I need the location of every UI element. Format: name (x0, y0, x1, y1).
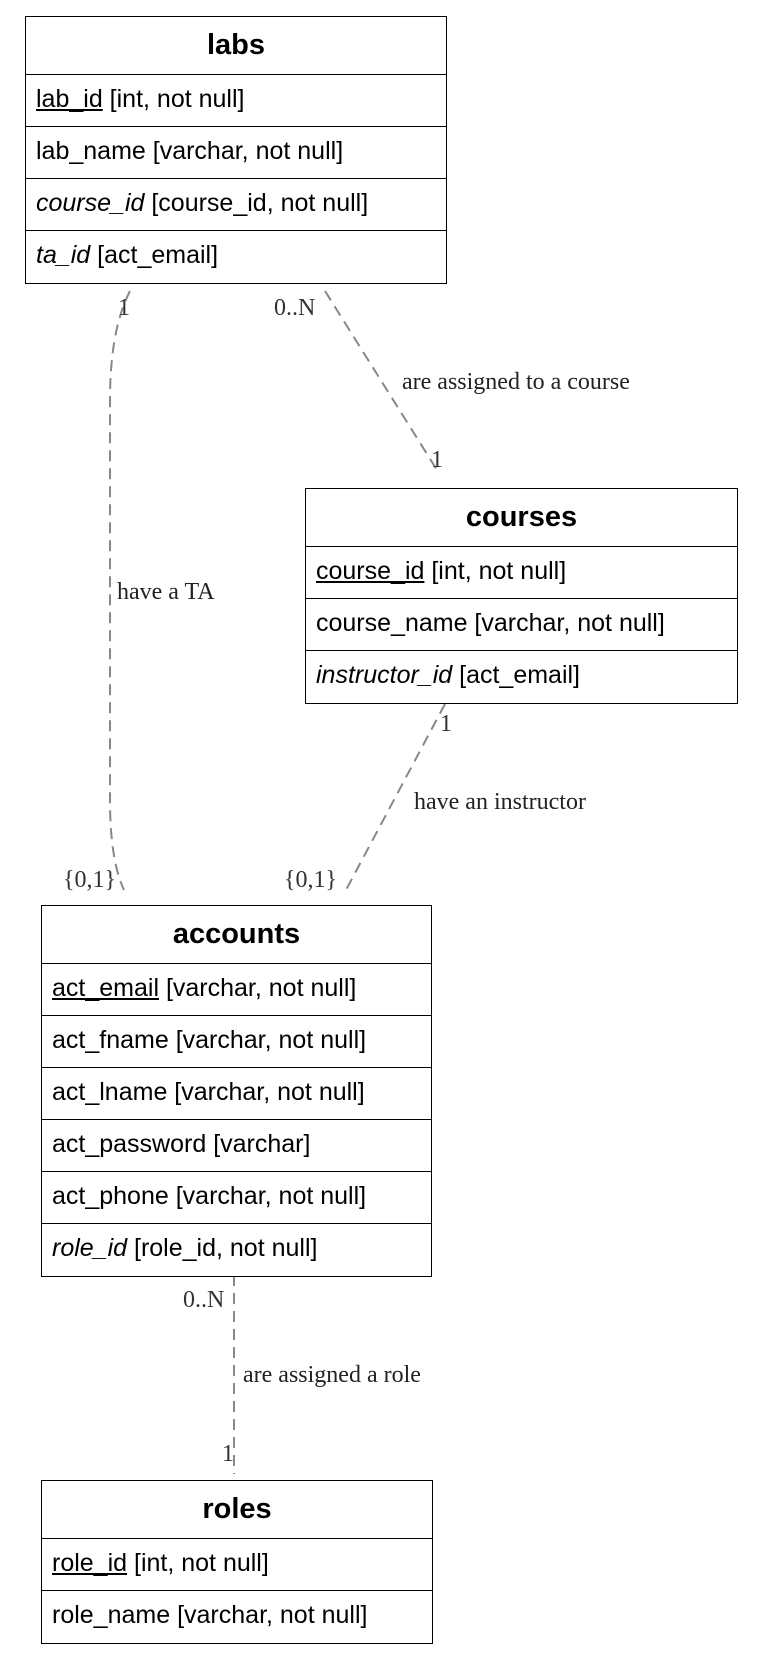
entity-title: accounts (42, 906, 431, 964)
field-name: role_id (52, 1549, 128, 1577)
field-type: [varchar, not null] (168, 1182, 367, 1210)
field-type: [varchar, not null] (145, 137, 344, 165)
cardinality-label: 1 (440, 711, 452, 737)
field-name: act_phone (52, 1182, 169, 1210)
cardinality-label: 0..N (274, 295, 316, 321)
field-row[interactable]: ta_id [act_email] (26, 231, 446, 283)
field-row[interactable]: lab_id [int, not null] (26, 75, 446, 127)
field-row[interactable]: role_id [role_id, not null] (42, 1224, 431, 1276)
field-type: [varchar, not null] (168, 1026, 367, 1054)
field-name: course_id (36, 189, 145, 217)
field-type: [varchar, not null] (467, 609, 665, 637)
field-row[interactable]: act_email [varchar, not null] (42, 964, 431, 1016)
field-type: [varchar, not null] (170, 1601, 368, 1629)
field-row[interactable]: course_id [course_id, not null] (26, 179, 446, 231)
field-row[interactable]: instructor_id [act_email] (306, 651, 737, 703)
entity-title: roles (42, 1481, 432, 1539)
field-name: lab_id (36, 85, 103, 113)
cardinality-label: 0..N (183, 1287, 225, 1313)
entity-title: courses (306, 489, 737, 547)
field-name: instructor_id (316, 661, 453, 689)
field-type: [act_email] (452, 661, 581, 689)
entity-accounts[interactable]: accounts act_email [varchar, not null] a… (41, 905, 432, 1277)
field-name: ta_id (36, 241, 91, 269)
cardinality-label: 1 (118, 295, 130, 321)
field-type: [varchar] (206, 1130, 311, 1158)
edge-labs-accounts (109, 290, 131, 891)
entity-courses[interactable]: courses course_id [int, not null] course… (305, 488, 738, 704)
field-type: [varchar, not null] (159, 974, 357, 1002)
relationship-label: have an instructor (414, 789, 586, 815)
cardinality-label: 1 (222, 1441, 234, 1467)
field-row[interactable]: role_id [int, not null] (42, 1539, 432, 1591)
relationship-label: are assigned a role (243, 1362, 421, 1388)
field-row[interactable]: act_password [varchar] (42, 1120, 431, 1172)
field-type: [int, not null] (127, 1549, 269, 1577)
cardinality-label: 1 (431, 447, 443, 473)
field-name: lab_name (36, 137, 146, 165)
cardinality-label: {0,1} (63, 867, 117, 893)
field-name: role_name (52, 1601, 171, 1629)
field-name: act_lname (52, 1078, 168, 1106)
entity-labs[interactable]: labs lab_id [int, not null] lab_name [va… (25, 16, 447, 284)
relationship-label: are assigned to a course (402, 369, 630, 395)
entity-title: labs (26, 17, 446, 75)
cardinality-label: {0,1} (284, 867, 338, 893)
relationship-label: have a TA (117, 579, 215, 605)
field-row[interactable]: role_name [varchar, not null] (42, 1591, 432, 1643)
field-type: [int, not null] (102, 85, 245, 113)
field-type: [role_id, not null] (127, 1234, 318, 1262)
field-row[interactable]: act_lname [varchar, not null] (42, 1068, 431, 1120)
field-type: [int, not null] (424, 557, 567, 585)
field-type: [course_id, not null] (144, 189, 369, 217)
field-row[interactable]: act_phone [varchar, not null] (42, 1172, 431, 1224)
field-row[interactable]: course_name [varchar, not null] (306, 599, 737, 651)
field-name: act_password (52, 1130, 207, 1158)
field-row[interactable]: act_fname [varchar, not null] (42, 1016, 431, 1068)
field-name: act_fname (52, 1026, 169, 1054)
field-type: [act_email] (90, 241, 219, 269)
field-name: role_id (52, 1234, 128, 1262)
entity-roles[interactable]: roles role_id [int, not null] role_name … (41, 1480, 433, 1644)
field-name: course_id (316, 557, 425, 585)
field-name: course_name (316, 609, 468, 637)
field-row[interactable]: course_id [int, not null] (306, 547, 737, 599)
field-name: act_email (52, 974, 159, 1002)
field-row[interactable]: lab_name [varchar, not null] (26, 127, 446, 179)
field-type: [varchar, not null] (167, 1078, 365, 1106)
